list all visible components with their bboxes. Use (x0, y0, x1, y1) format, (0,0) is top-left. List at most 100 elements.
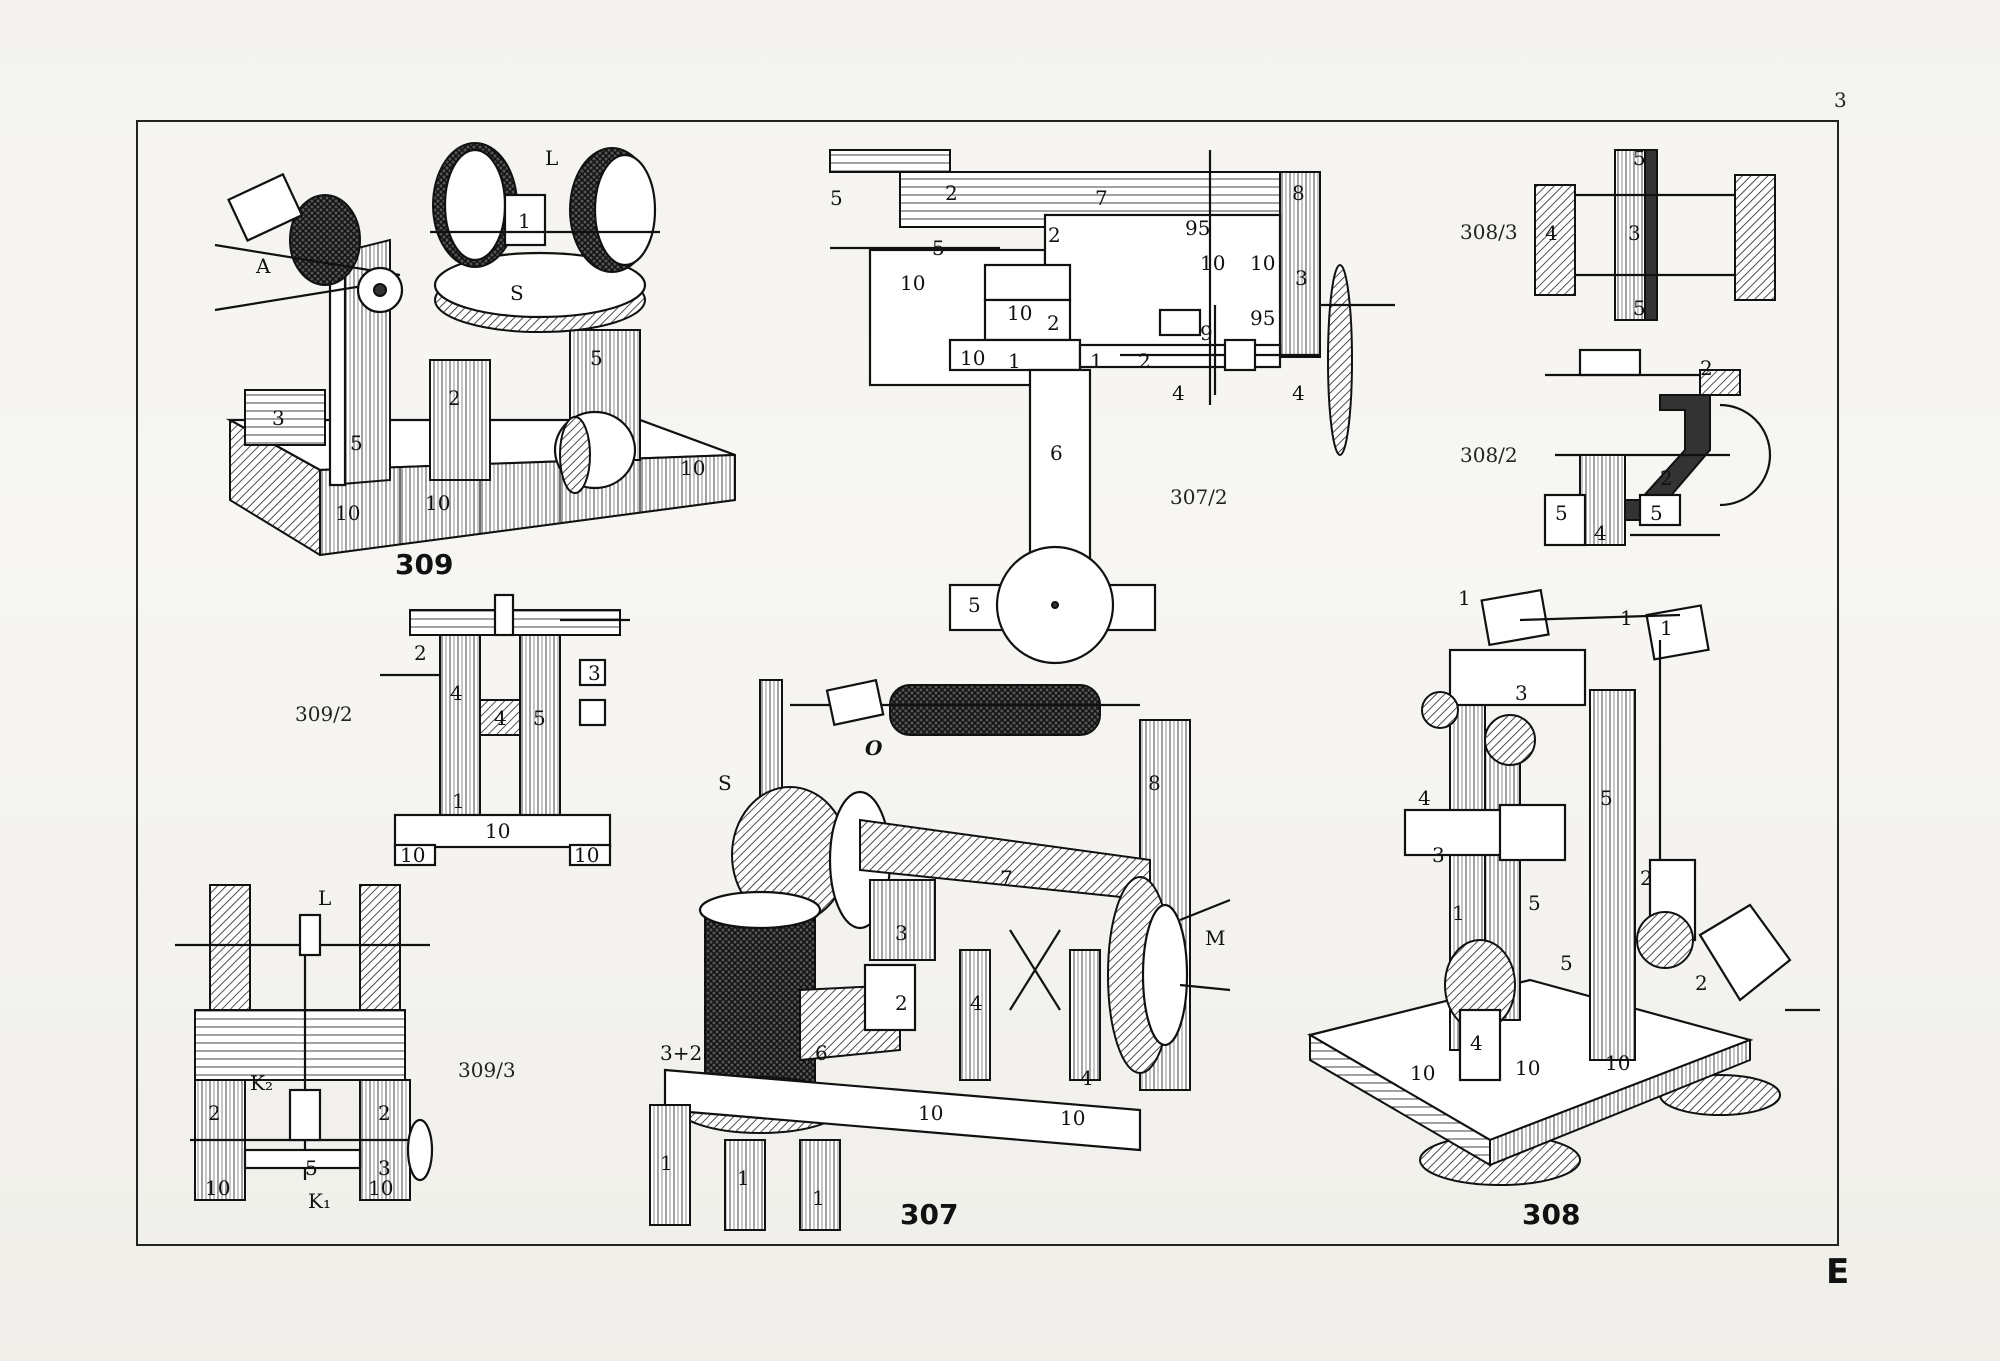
fig-308-part-3b: 3 (1432, 843, 1445, 867)
fig-308-3-drawing (1534, 149, 1776, 321)
figure-frame (136, 120, 1839, 1246)
fig-307-2-part-10c: 10 (1200, 251, 1225, 275)
fig-307-2-part-5c: 5 (968, 593, 981, 617)
fig-309-2-label: 309/2 (295, 702, 353, 726)
fig-309-2-part-5: 5 (533, 706, 546, 730)
fig-308-2-part-5b: 5 (1650, 501, 1663, 525)
fig-307-2-part-6: 6 (1050, 441, 1063, 465)
fig-307-part-6: 6 (815, 1041, 828, 1065)
fig-308-part-10b: 10 (1515, 1056, 1540, 1080)
fig-308-part-1c: 1 (1660, 616, 1673, 640)
fig-309-3-part-5: 5 (305, 1156, 318, 1180)
fig-307-2-part-2d: 2 (1138, 349, 1151, 373)
fig-308-part-5c: 5 (1560, 951, 1573, 975)
fig-308-part-2b: 2 (1695, 971, 1708, 995)
fig-309-2-part-10c: 10 (574, 843, 599, 867)
fig-309-3-part-K1: K₁ (308, 1189, 331, 1213)
fig-308-3-part-5: 5 (1633, 146, 1646, 170)
fig-307-part-10b: 10 (1060, 1106, 1085, 1130)
fig-309-2-part-10: 10 (485, 819, 510, 843)
fig-309-part-10: 10 (335, 501, 360, 525)
fig-309-part-3: 3 (272, 406, 285, 430)
fig-309-3-drawing (175, 884, 434, 1201)
fig-307-part-4: 4 (970, 991, 983, 1015)
fig-308-3-part-5b: 5 (1633, 296, 1646, 320)
page-number: 3 (1834, 88, 1847, 112)
fig-309-2-part-10b: 10 (400, 843, 425, 867)
fig-307-2-part-4b: 4 (1292, 381, 1305, 405)
fig-309-part-5: 5 (350, 431, 363, 455)
fig-307-2-part-5b: 5 (932, 236, 945, 260)
fig-309-3-part-2b: 2 (378, 1101, 391, 1125)
fig-308-part-10: 10 (1410, 1061, 1435, 1085)
fig-308-2-part-4: 4 (1594, 521, 1607, 545)
fig-309-3-label: 309/3 (458, 1058, 516, 1082)
fig-307-2-drawing (829, 149, 1395, 665)
fig-308-3-part-3: 3 (1628, 221, 1641, 245)
fig-307-2-part-95b: 95 (1250, 306, 1275, 330)
fig-309-part-L: L (545, 146, 558, 170)
fig-309-3-part-L: L (318, 886, 331, 910)
fig-309-drawing (214, 142, 736, 557)
fig-309-label: 309 (395, 548, 454, 581)
fig-307-2-part-1: 1 (1008, 349, 1021, 373)
fig-308-3-label: 308/3 (1460, 220, 1518, 244)
fig-307-part-4b: 4 (1080, 1066, 1093, 1090)
fig-308-drawing (1307, 588, 1820, 1186)
fig-309-part-S: S (510, 281, 524, 305)
fig-308-label: 308 (1522, 1198, 1581, 1231)
fig-309-3-part-10: 10 (205, 1176, 230, 1200)
fig-307-part-1c: 1 (812, 1186, 825, 1210)
fig-309-part-10b: 10 (425, 491, 450, 515)
fig-307-2-part-2: 2 (945, 181, 958, 205)
fig-309-3-part-3: 3 (378, 1156, 391, 1180)
fig-307-part-1: 1 (660, 1151, 673, 1175)
fig-307-part-M: M (1205, 926, 1225, 950)
fig-307-drawing (649, 678, 1231, 1231)
fig-309-2-part-4: 4 (450, 681, 463, 705)
fig-307-2-part-9: 9 (1200, 321, 1213, 345)
fig-308-2-part-2: 2 (1700, 356, 1713, 380)
fig-307-part-S: S (718, 771, 732, 795)
fig-307-part-O: O (865, 736, 883, 760)
fig-308-part-4b: 4 (1470, 1031, 1483, 1055)
fig-309-2-part-1: 1 (452, 789, 465, 813)
fig-307-2-part-10e: 10 (960, 346, 985, 370)
fig-309-2-part-3: 3 (588, 661, 601, 685)
fig-307-2-part-3: 3 (1295, 266, 1308, 290)
fig-307-2-part-7: 7 (1095, 186, 1108, 210)
fig-309-part-A: A (255, 254, 271, 278)
fig-307-2-part-5: 5 (830, 186, 843, 210)
fig-307-2-part-10d: 10 (1250, 251, 1275, 275)
fig-307-2-part-4: 4 (1172, 381, 1185, 405)
fig-308-2-label: 308/2 (1460, 443, 1518, 467)
fig-307-part-1b: 1 (737, 1166, 750, 1190)
fig-308-2-part-5: 5 (1555, 501, 1568, 525)
fig-307-2-label: 307/2 (1170, 485, 1228, 509)
fig-309-2-part-2: 2 (414, 641, 427, 665)
fig-308-3-part-4: 4 (1545, 221, 1558, 245)
fig-309-part-10c: 10 (680, 456, 705, 480)
fig-309-part-1: 1 (518, 209, 531, 233)
fig-309-3-part-10b: 10 (368, 1176, 393, 1200)
fig-309-3-part-2: 2 (208, 1101, 221, 1125)
fig-309-3-part-K2: K₂ (250, 1071, 273, 1095)
fig-307-2-part-2b: 2 (1048, 223, 1061, 247)
fig-308-part-3: 3 (1515, 681, 1528, 705)
fig-308-part-5: 5 (1600, 786, 1613, 810)
fig-309-part-5b: 5 (590, 346, 603, 370)
fig-307-part-10: 10 (918, 1101, 943, 1125)
fig-307-part-2: 2 (895, 991, 908, 1015)
section-mark: E (1826, 1252, 1850, 1292)
fig-307-2-part-10b: 10 (1007, 301, 1032, 325)
fig-307-part-3: 3 (895, 921, 908, 945)
fig-308-part-1b: 1 (1620, 606, 1633, 630)
fig-307-part-3plus2: 3+2 (660, 1041, 702, 1065)
fig-308-2-drawing (1543, 348, 1772, 547)
fig-307-2-part-1b: 1 (1090, 349, 1103, 373)
fig-309-2-part-4b: 4 (494, 706, 507, 730)
fig-308-part-5b: 5 (1528, 891, 1541, 915)
fig-307-2-part-95: 95 (1185, 216, 1210, 240)
